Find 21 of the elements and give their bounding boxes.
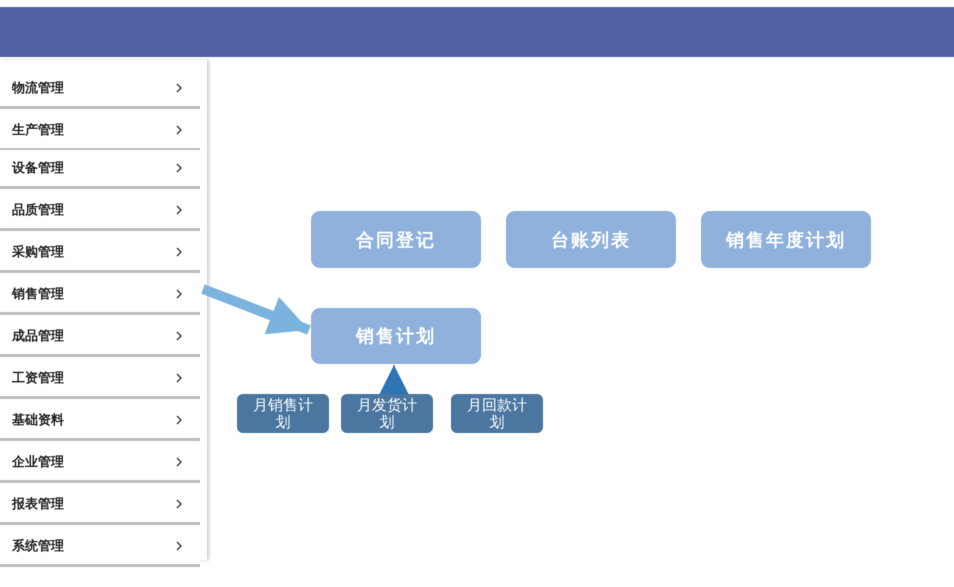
menu-label: 设备管理 <box>12 160 64 177</box>
menu-label: 物流管理 <box>12 80 64 97</box>
menu-label: 采购管理 <box>12 244 64 261</box>
menu-label: 工资管理 <box>12 370 64 387</box>
menu-label: 销售管理 <box>12 286 64 303</box>
menu-label: 系统管理 <box>12 538 64 555</box>
module-box: 合同登记 <box>311 211 481 268</box>
submodule-box: 月回款计划 <box>451 394 543 433</box>
module-box: 销售年度计划 <box>701 211 871 268</box>
menu-label: 成品管理 <box>12 328 64 345</box>
menu-label: 企业管理 <box>12 454 64 471</box>
submodule-box: 月发货计划 <box>341 394 433 433</box>
menu-label: 生产管理 <box>12 122 64 139</box>
submodule-box: 月销售计划 <box>237 394 329 433</box>
arrow <box>201 284 311 335</box>
menu-label: 品质管理 <box>12 202 64 219</box>
menu-label: 基础资料 <box>12 412 64 429</box>
chevron-arrow <box>379 365 409 395</box>
menu-label: 报表管理 <box>12 496 64 513</box>
module-box: 台账列表 <box>506 211 676 268</box>
module-box: 销售计划 <box>311 308 481 364</box>
